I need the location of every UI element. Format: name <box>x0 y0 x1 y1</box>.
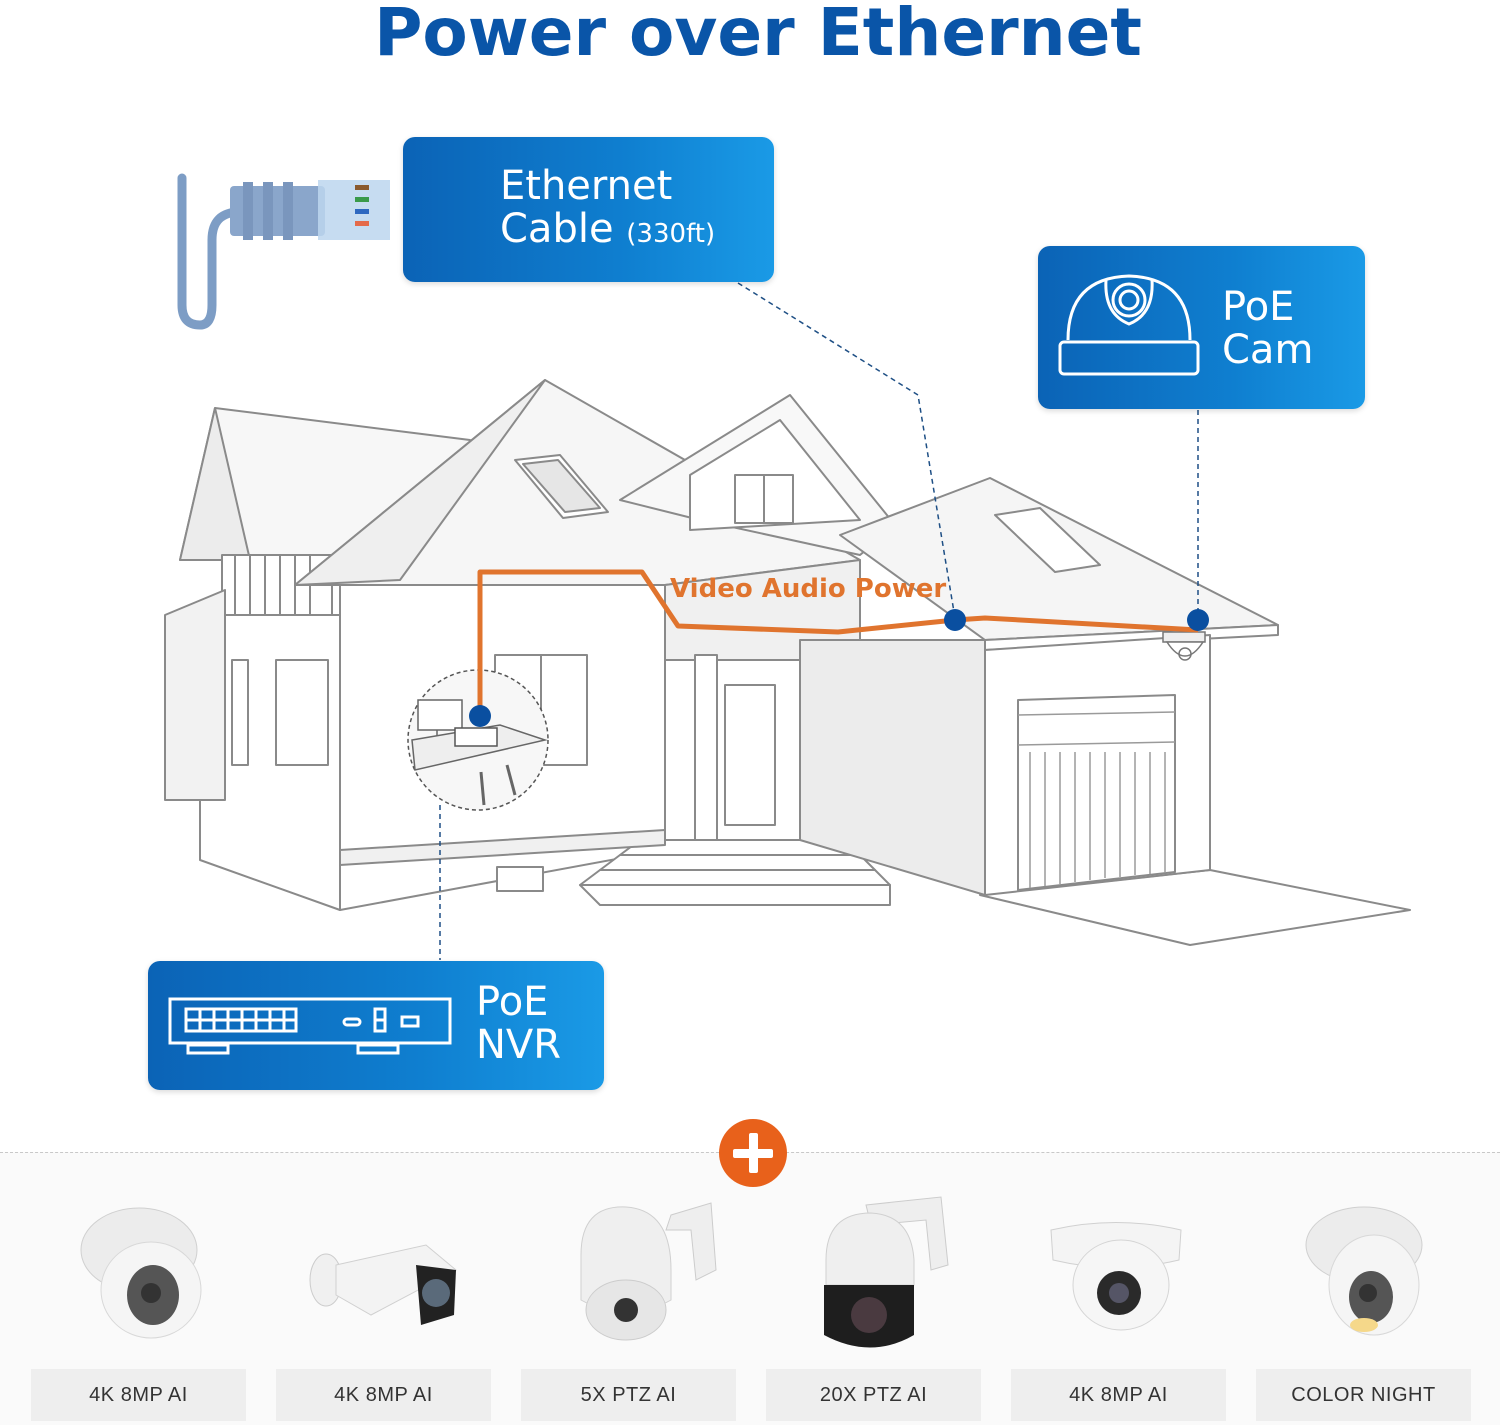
ethernet-label-line2: Cable (330ft) <box>500 208 715 251</box>
product-label: 4K 8MP AI <box>1011 1369 1226 1421</box>
dome-camera-icon <box>1058 274 1200 376</box>
plus-icon <box>719 1119 787 1187</box>
products-section <box>0 1152 1500 1425</box>
product-label: COLOR NIGHT <box>1256 1369 1471 1421</box>
nvr-recorder-icon <box>168 997 452 1055</box>
poe-cam-label: PoE Cam <box>1222 284 1314 374</box>
wire-label: Video Audio Power <box>670 574 947 604</box>
node-nvr <box>469 705 491 727</box>
product-label: 5X PTZ AI <box>521 1369 736 1421</box>
cable-length: (330ft) <box>626 219 716 250</box>
ptz-camera-image <box>580 1202 717 1341</box>
node-cable <box>944 609 966 631</box>
house-illustration <box>164 172 1411 960</box>
cam-label-line1: PoE <box>1222 284 1295 330</box>
poe-cam-callout: PoE Cam <box>1038 246 1365 409</box>
color-night-camera-image <box>1305 1206 1423 1336</box>
nvr-label-line2: NVR <box>476 1022 562 1069</box>
poe-nvr-callout: PoE NVR <box>148 961 604 1090</box>
turret-dome-camera-image <box>80 1207 202 1339</box>
cam-label-line2: Cam <box>1222 327 1314 374</box>
product-card: 5X PTZ AI <box>521 1185 736 1425</box>
bullet-camera-image <box>309 1244 457 1325</box>
product-label: 4K 8MP AI <box>31 1369 246 1421</box>
video-audio-power-wire <box>477 569 1199 715</box>
page-title: Power over Ethernet <box>374 0 1142 71</box>
product-card: 20X PTZ AI <box>766 1185 981 1425</box>
ethernet-cable-word: Cable <box>500 206 614 253</box>
ptz-black-camera-image <box>824 1196 949 1348</box>
product-card: COLOR NIGHT <box>1256 1185 1471 1425</box>
product-card: 4K 8MP AI <box>31 1185 246 1425</box>
product-card: 4K 8MP AI <box>1011 1185 1226 1425</box>
nvr-label-line1: PoE <box>476 979 549 1025</box>
ethernet-cable-label: Ethernet Cable (330ft) <box>500 163 715 251</box>
poe-nvr-label: PoE NVR <box>476 979 562 1069</box>
dome-ir-camera-image <box>1050 1222 1182 1331</box>
ethernet-cable-callout: Ethernet Cable (330ft) <box>403 137 774 282</box>
product-label: 20X PTZ AI <box>766 1369 981 1421</box>
node-cam <box>1187 609 1209 631</box>
ethernet-label-line1: Ethernet <box>500 163 673 209</box>
product-label: 4K 8MP AI <box>276 1369 491 1421</box>
product-card: 4K 8MP AI <box>276 1185 491 1425</box>
